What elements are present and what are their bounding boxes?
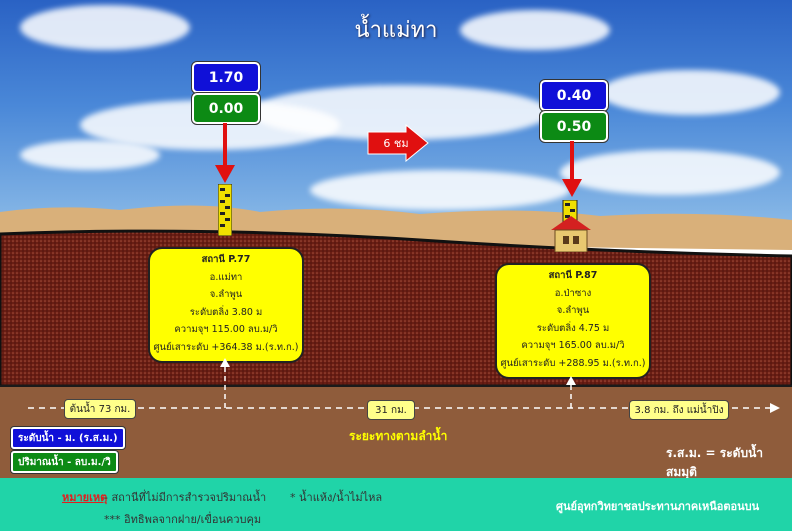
station2-info-card: สถานี P.87 อ.ป่าซาง จ.ลำพูน ระดับตลิ่ง 4…: [495, 263, 651, 379]
footer-panel: หมายเหตุ - สถานีที่ไม่มีการสำรวจปริมาณน้…: [0, 478, 792, 531]
confluence-distance-tag: 3.8 กม. ถึง แม่น้ำปิง: [629, 400, 729, 420]
station1-capacity: ความจุฯ 115.00 ลบ.ม/วิ: [174, 324, 278, 335]
between-distance-tag: 31 กม.: [367, 400, 415, 420]
station1-province: จ.ลำพูน: [209, 289, 243, 300]
note-dam-influence: *** อิทธิพลจากฝาย/เขื่อนควบคุม: [104, 513, 262, 526]
station2-bank-level: ระดับตลิ่ง 4.75 ม: [536, 322, 610, 334]
page-title: น้ำแม่ทา: [354, 18, 438, 43]
note-label: หมายเหตุ: [62, 491, 108, 504]
distance-axis-label: ระยะทางตามลำน้ำ: [349, 429, 448, 443]
legend-level: ระดับน้ำ - ม. (ร.ส.ม.): [11, 427, 125, 449]
abbreviation-note: ร.ส.ม. = ระดับน้ำสมมุติ: [666, 446, 764, 479]
station2-name: สถานี P.87: [548, 270, 598, 281]
station2-datum: ศูนย์เสาระดับ +288.95 ม.(ร.ท.ก.): [500, 357, 646, 369]
source-distance-tag: ต้นน้ำ 73 กม.: [64, 399, 136, 419]
sky-background: [0, 0, 792, 235]
station1-district: อ.แม่ทา: [209, 271, 243, 283]
station2-district: อ.ป่าซาง: [554, 287, 592, 299]
note-dry: * น้ำแห้ง/น้ำไม่ไหล: [290, 491, 383, 504]
station2-gauge-house-icon: [551, 200, 591, 252]
station1-down-arrow: [215, 123, 235, 183]
legend-flow: ปริมาณน้ำ - ลบ.ม./วิ: [11, 451, 118, 473]
station1-level-value: 1.70: [192, 62, 260, 93]
note-ungauged: - สถานีที่ไม่มีการสำรวจปริมาณน้ำ: [104, 491, 267, 504]
station2-down-arrow: [562, 141, 582, 197]
travel-time-arrow: 6 ชม: [367, 124, 429, 162]
station1-flow-value: 0.00: [192, 93, 260, 124]
station1-info-card: สถานี P.77 อ.แม่ทา จ.ลำพูน ระดับตลิ่ง 3.…: [148, 247, 304, 363]
station1-name: สถานี P.77: [201, 254, 251, 265]
travel-time-label: 6 ชม: [383, 137, 408, 150]
station2-flow-value: 0.50: [540, 111, 608, 142]
station2-capacity: ความจุฯ 165.00 ลบ.ม/วิ: [521, 340, 625, 351]
station1-bank-level: ระดับตลิ่ง 3.80 ม: [189, 306, 263, 318]
station1-datum: ศูนย์เสาระดับ +364.38 ม.(ร.ท.ก.): [153, 341, 299, 353]
agency-name: ศูนย์อุทกวิทยาชลประทานภาคเหนือตอนบน: [556, 500, 760, 513]
station1-gauge-icon: [218, 184, 232, 236]
station2-level-value: 0.40: [540, 80, 608, 111]
station2-province: จ.ลำพูน: [556, 305, 590, 316]
